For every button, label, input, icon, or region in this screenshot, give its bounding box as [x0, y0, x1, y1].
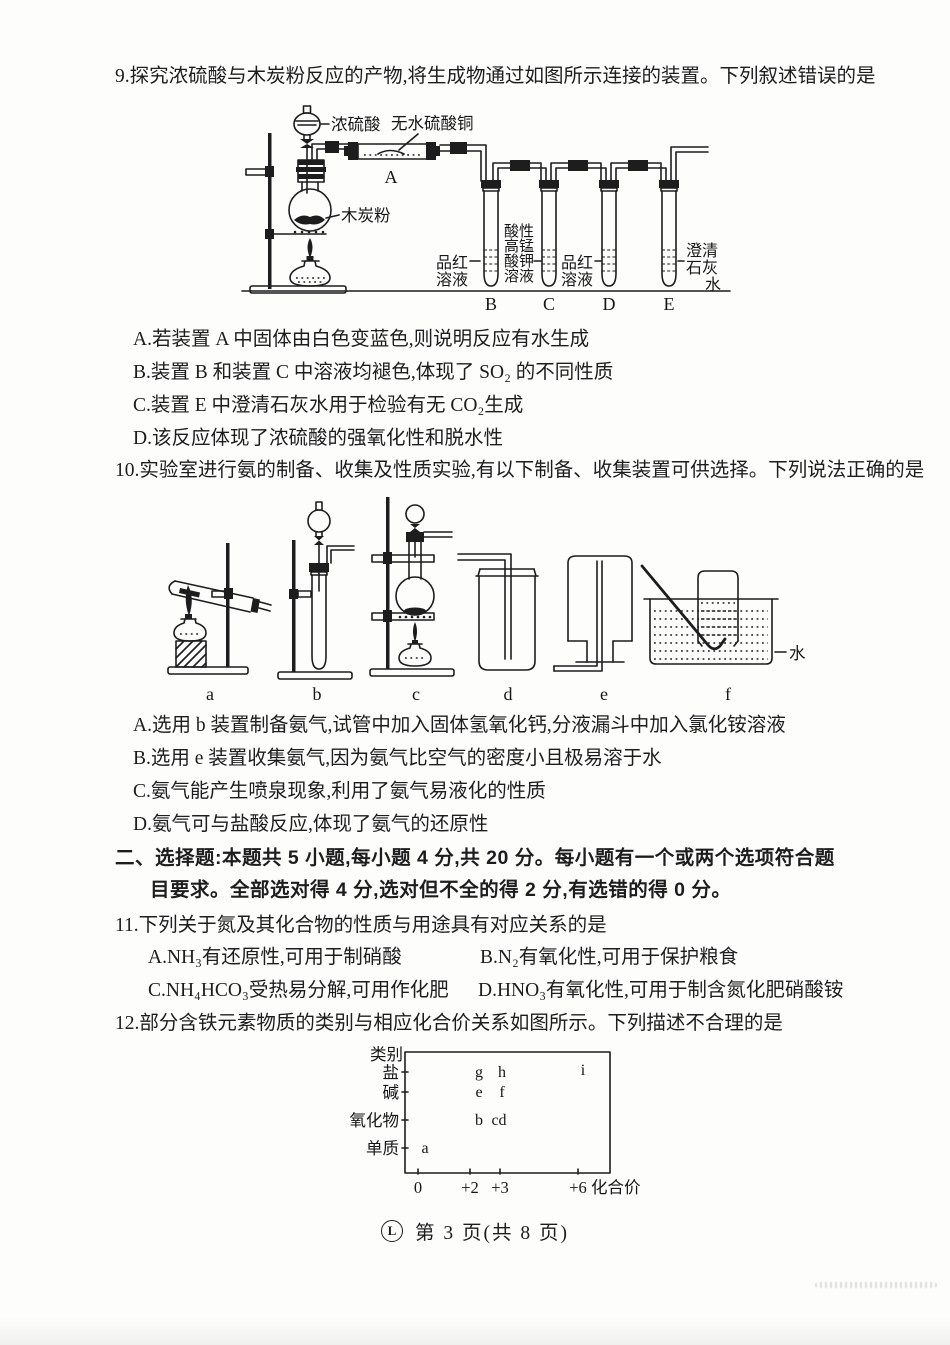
- q9-option-a: A.若装置 A 中固体由白色变蓝色,则说明反应有水生成: [133, 329, 590, 350]
- tube-e-label-1: 澄清: [686, 242, 718, 260]
- tube-b-label-1: 品红: [436, 254, 468, 272]
- apparatus-letter-a: a: [206, 684, 214, 704]
- apparatus-letter-c: c: [412, 684, 420, 704]
- device-a-letter: A: [385, 167, 398, 187]
- test-tube-D: [599, 180, 619, 287]
- page-footer: L 第 3 页(共 8 页): [0, 1216, 950, 1245]
- tube-c-label-3: 酸钾: [504, 253, 534, 270]
- tube-e-label-2: 石灰: [686, 259, 718, 277]
- q11-option-a: A.NH₃有还原性,可用于制硝酸: [148, 947, 402, 968]
- chart-xtick-6: +6: [569, 1178, 587, 1197]
- charcoal-powder: [294, 215, 325, 225]
- q10-option-b: B.选用 e 装置收集氨气,因为氨气比空气的密度小且极易溶于水: [133, 748, 662, 769]
- chart-point-cd: cd: [491, 1112, 506, 1129]
- chart-point-i: i: [581, 1062, 586, 1079]
- apparatus-letter-f: f: [725, 684, 731, 704]
- alcohol-lamp: [289, 238, 331, 287]
- tube-d-letter: D: [603, 294, 616, 314]
- chart-frame: [404, 1051, 611, 1174]
- apparatus-e: [553, 555, 633, 672]
- section2-header-line1: 二、选择题:本题共 5 小题,每小题 4 分,共 20 分。每小题有一个或两个选…: [115, 847, 835, 869]
- tube-b-letter: B: [485, 294, 497, 314]
- q9-option-b: B.装置 B 和装置 C 中溶液均褪色,体现了 SO₂ 的不同性质: [133, 362, 614, 383]
- tube-e-letter: E: [664, 294, 675, 314]
- section2-header-line2: 目要求。全部选对得 4 分,选对但不全的得 2 分,有选错的得 0 分。: [150, 879, 732, 901]
- acid-label: 浓硫酸: [331, 115, 381, 134]
- charcoal-label: 木炭粉: [341, 206, 391, 225]
- tube-e-label-3: 水: [705, 276, 721, 294]
- tube-c-letter: C: [543, 294, 555, 314]
- apparatus-b: [277, 501, 355, 680]
- cuso4-label: 无水硫酸铜: [391, 114, 474, 133]
- chart-point-b: b: [475, 1112, 483, 1129]
- water-label: 水: [789, 644, 806, 663]
- footer-badge: L: [381, 1219, 403, 1242]
- gas-delivery-line: [311, 141, 487, 182]
- chart-x-axis-label: 化合价: [591, 1178, 641, 1197]
- chart-point-e: e: [475, 1084, 482, 1101]
- apparatus-c: [369, 497, 455, 677]
- flask-stopper: [296, 159, 326, 183]
- test-tube-E: [659, 180, 679, 287]
- q11-option-d: D.HNO₃有氧化性,可用于制含氮化肥硝酸铵: [478, 980, 844, 1001]
- q9-stem: 9.探究浓硫酸与木炭粉反应的产物,将生成物通过如图所示连接的装置。下列叙述错误的…: [115, 66, 876, 87]
- chart-point-f: f: [499, 1084, 505, 1101]
- q10-stem: 10.实验室进行氨的制备、收集及性质实验,有以下制备、收集装置可供选择。下列说法…: [115, 460, 925, 481]
- tube-c-label-4: 溶液: [504, 268, 534, 285]
- page-number: 第 3 页(共 8 页): [415, 1223, 569, 1244]
- chart-ytick-salt: 盐: [383, 1063, 400, 1082]
- apparatus-letter-b: b: [313, 684, 322, 704]
- tube-c-label-1: 酸性: [504, 223, 534, 240]
- q11-stem: 11.下列关于氮及其化合物的性质与用途具有对应关系的是: [115, 915, 607, 936]
- clay-triangle: [293, 230, 325, 234]
- apparatus-a: [167, 543, 272, 675]
- round-flask: [288, 181, 340, 232]
- chart-xtick-0: 0: [414, 1178, 422, 1197]
- iron-stand: [245, 133, 347, 294]
- chart-ytick-base: 碱: [383, 1083, 400, 1102]
- chart-point-g: g: [475, 1064, 483, 1081]
- q11-option-c: C.NH₄HCO₃受热易分解,可用作化肥: [148, 980, 449, 1001]
- tube-b-label-2: 溶液: [436, 271, 468, 289]
- apparatus-d: [457, 553, 539, 671]
- test-tube-B: [481, 180, 501, 287]
- apparatus-f: [640, 564, 787, 665]
- q11-option-b: B.N₂有氧化性,可用于保护粮食: [480, 947, 739, 968]
- q9-option-c: C.装置 E 中澄清石灰水用于检验有无 CO₂生成: [133, 395, 524, 416]
- apparatus-letter-d: d: [504, 684, 513, 704]
- chart-y-axis-label: 类别: [370, 1045, 403, 1064]
- faint-watermark: [815, 1282, 937, 1288]
- chart-ytick-oxide: 氧化物: [350, 1111, 400, 1130]
- q10-option-d: D.氨气可与盐酸反应,体现了氨气的还原性: [133, 814, 489, 835]
- q12-valence-category-chart: 类别 盐 碱 氧化物 单质 0 +2 +3 +6 化合价 a b cd e f …: [350, 1045, 641, 1197]
- tube-c-label-2: 高锰: [504, 238, 534, 255]
- chart-point-h: h: [498, 1064, 506, 1081]
- drying-tube-A: [344, 133, 440, 160]
- tube-d-label-2: 溶液: [561, 271, 593, 289]
- tube-d-label-1: 品红: [561, 254, 593, 272]
- tube-bridges: [492, 146, 709, 183]
- test-tube-C: [539, 180, 559, 287]
- apparatus-letter-e: e: [600, 684, 608, 704]
- q10-option-a: A.选用 b 装置制备氨气,试管中加入固体氢氧化钙,分液漏斗中加入氯化铵溶液: [133, 715, 786, 736]
- chart-xtick-3: +3: [491, 1178, 509, 1197]
- q10-apparatus-figure: 水 a b c d e f: [167, 497, 806, 704]
- delivery-tube: [640, 564, 727, 651]
- q12-stem: 12.部分含铁元素物质的类别与相应化合价关系如图所示。下列描述不合理的是: [115, 1013, 783, 1034]
- q9-option-d: D.该反应体现了浓硫酸的强氧化性和脱水性: [133, 428, 503, 449]
- q10-option-c: C.氨气能产生喷泉现象,利用了氨气易液化的性质: [133, 781, 546, 802]
- chart-xtick-2: +2: [461, 1178, 479, 1197]
- chart-point-a: a: [421, 1140, 428, 1157]
- q9-apparatus-figure: 浓硫酸 木炭粉: [241, 105, 731, 314]
- chart-ytick-element: 单质: [366, 1139, 399, 1158]
